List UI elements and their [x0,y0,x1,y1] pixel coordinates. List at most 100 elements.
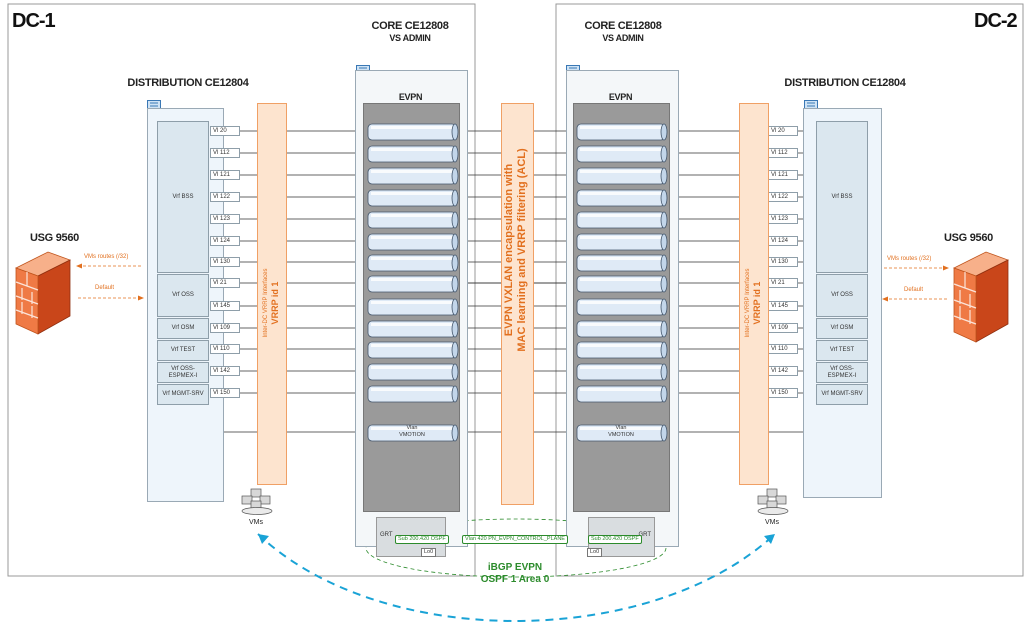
vrf-box-left: Vrf BSS [157,121,209,273]
vrrp-left-line1: Inter-DC VRRP Interfaces [263,268,269,338]
vrrp-left-line2: VRRP id 1 [270,281,280,325]
vrf-box-right: Vrf OSM [816,318,868,339]
vlan-tag-right: Vl 142 [768,366,798,376]
core-left-subtitle: VS ADMIN [389,33,431,43]
core-right-subtitle: VS ADMIN [602,33,644,43]
vxlan-tube [365,189,459,212]
vlan-tag-right: Vl 124 [768,236,798,246]
vxlan-tube [574,298,668,321]
loopback-right: Lo0 [587,548,603,557]
vrf-box-right: Vrf TEST [816,340,868,361]
vmotion-arc [257,533,776,622]
evpn-right-label: EVPN [608,92,633,102]
evpn-band-line2: MAC learning and VRRP filtering (ACL) [516,148,528,352]
vrf-box-left: Vrf OSM [157,318,209,339]
vrf-box-right: Vrf OSS [816,274,868,317]
vlan-tag-left: Vl 123 [210,214,240,224]
vmotion-label-line: Vlan [615,425,627,431]
vlan-tag-left: Vl 121 [210,170,240,180]
vlan-tag-left: Vl 150 [210,388,240,398]
vlan-tag-right: Vl 145 [768,301,798,311]
vxlan-tube [574,385,668,408]
vxlan-tube [365,363,459,386]
vxlan-tube [365,233,459,256]
evpn-vxlan-label: EVPN VXLAN encapsulation with MAC learni… [503,100,529,400]
dc-left-frame [7,3,476,577]
vlan-tag-right: Vl 121 [768,170,798,180]
vrrp-right-bar [739,103,769,485]
vxlan-tube [574,341,668,364]
vxlan-tube [365,275,459,298]
vlan-tag-left: Vl 142 [210,366,240,376]
core-left-title-text: CORE CE12808 [371,20,449,32]
vxlan-tube [574,275,668,298]
vlan-tag-left: Vl 124 [210,236,240,246]
vxlan-tube [365,123,459,146]
usg-right-routes: VMs routes (/32) [887,256,932,262]
vrf-box-left: Vrf TEST [157,340,209,361]
usg-right-label: USG 9560 [944,232,993,244]
vrrp-right-label: Inter-DC VRRP Interfaces VRRP id 1 [744,213,762,393]
usg-right-default: Default [904,287,924,293]
vms-icon [238,488,276,521]
evpn-band-line1: EVPN VXLAN encapsulation with [503,163,515,337]
usg-left-routes: VMs routes (/32) [84,254,129,260]
grt-right-label: GRT [638,532,651,538]
dc-right-label: DC-2 [974,10,1018,32]
vlan-tag-right: Vl 150 [768,388,798,398]
vlan-tag-right: Vl 21 [768,278,798,288]
vms-right-label: VMs [765,519,779,526]
vxlan-tube [574,233,668,256]
ibgp-ellipse [365,518,667,578]
vxlan-tube [574,320,668,343]
vxlan-tube [574,145,668,168]
vxlan-tube [365,211,459,234]
vxlan-tube [574,254,668,277]
vlan-tag-left: Vl 21 [210,278,240,288]
evpn-left-label: EVPN [398,92,423,102]
vmotion-label-line: VMOTION [608,432,634,438]
vxlan-tube [365,167,459,190]
vlan-control-plane: Vlan 420 PN_EVPN_CONTROL_PLANE [462,535,568,544]
vlan-tag-left: Vl 109 [210,323,240,333]
firewall-icon [948,246,1012,361]
vxlan-tube [365,298,459,321]
core-left-title: CORE CE12808 VS ADMIN [360,20,460,44]
core-right-title-text: CORE CE12808 [584,20,662,32]
usg-left-default: Default [95,285,115,291]
vlan-tag-right: Vl 20 [768,126,798,136]
vrf-box-left: Vrf OSS [157,274,209,317]
vrrp-right-line2: VRRP id 1 [752,281,762,325]
vrf-box-left: Vrf OSS-ESPMEX-I [157,362,209,383]
ibgp-line2: OSPF 1 Area 0 [480,574,550,585]
vlan-tag-right: Vl 110 [768,344,798,354]
vxlan-tube [574,211,668,234]
vlan-tag-right: Vl 122 [768,192,798,202]
vrrp-left-label: Inter-DC VRRP Interfaces VRRP id 1 [262,213,280,393]
vms-icon [754,488,792,521]
vlan-tag-right: Vl 130 [768,257,798,267]
vrrp-left-bar [257,103,287,485]
vlan-tag-left: Vl 122 [210,192,240,202]
grt-left-label: GRT [380,532,393,538]
vrf-box-right: Vrf BSS [816,121,868,273]
vlan-tag-right: Vl 112 [768,148,798,158]
vlan-tag-left: Vl 130 [210,257,240,267]
sub-ospf-left: Sub 200.420 OSPF [395,535,449,544]
loopback-left: Lo0 [421,548,437,557]
vrf-box-left: Vrf MGMT-SRV [157,384,209,405]
firewall-icon [10,246,74,351]
vlan-tag-right: Vl 109 [768,323,798,333]
ibgp-label: iBGP EVPN OSPF 1 Area 0 [460,562,570,586]
vxlan-tube [365,385,459,408]
dc-left-label: DC-1 [12,10,56,32]
dist-right-title: DISTRIBUTION CE12804 [784,77,906,89]
vxlan-tube [574,167,668,190]
vxlan-tube [365,145,459,168]
vxlan-tube [574,189,668,212]
usg-left-label: USG 9560 [30,232,79,244]
